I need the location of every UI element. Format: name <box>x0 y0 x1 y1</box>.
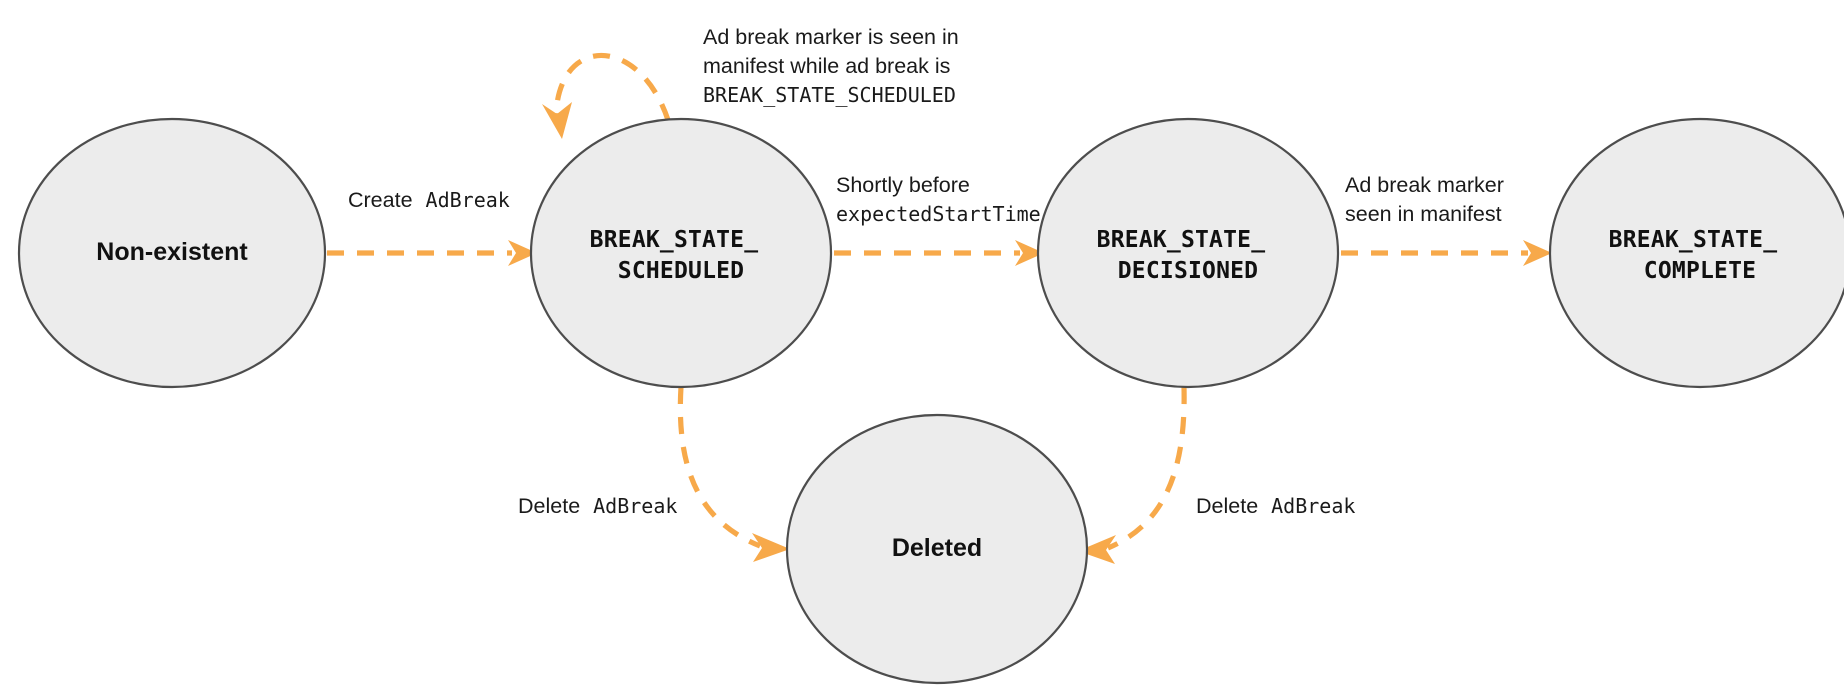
state-node-break-state-scheduled-label-line1: SCHEDULED <box>618 258 744 284</box>
state-node-deleted-label-line0: Deleted <box>892 534 982 562</box>
edge-create-adbreak[interactable]: Create AdBreak <box>327 188 537 266</box>
edge-decisioned-to-complete[interactable]: Ad break marker seen in manifest <box>1341 173 1552 266</box>
state-node-break-state-complete-label-line1: COMPLETE <box>1644 258 1756 284</box>
state-node-break-state-decisioned-shape <box>1036 117 1340 389</box>
edge-create-adbreak-arrowhead <box>508 240 537 266</box>
edge-scheduled-self-loop-label-line2: BREAK_STATE_SCHEDULED <box>703 83 956 107</box>
edge-scheduled-to-decisioned-label-line0: Shortly before <box>836 173 970 197</box>
state-node-break-state-decisioned-label: BREAK_STATE_ DECISIONED <box>1097 227 1280 284</box>
state-node-break-state-decisioned-label-line1: DECISIONED <box>1118 258 1258 284</box>
edge-scheduled-self-loop-arrowhead <box>542 102 572 139</box>
edge-scheduled-to-deleted-label-sans: Delete <box>518 494 580 518</box>
edge-scheduled-to-decisioned-arrowhead <box>1015 240 1044 266</box>
state-node-deleted-shape <box>785 413 1089 685</box>
state-node-non-existent[interactable]: Non-existent <box>17 117 327 389</box>
edge-scheduled-self-loop[interactable]: Ad break marker is seen in manifest whil… <box>542 25 965 139</box>
edge-create-adbreak-label: Create AdBreak <box>348 188 510 212</box>
state-node-break-state-scheduled-shape <box>529 117 833 389</box>
edge-create-adbreak-label-mono: AdBreak <box>426 188 510 212</box>
edge-decisioned-to-deleted-path <box>1106 386 1187 551</box>
state-node-break-state-complete-shape <box>1548 117 1844 389</box>
state-node-break-state-decisioned-label-line0: BREAK_STATE_ <box>1097 227 1266 253</box>
state-node-break-state-scheduled-label-line0: BREAK_STATE_ <box>590 227 759 253</box>
edge-decisioned-to-deleted-arrowhead <box>1078 535 1116 564</box>
edge-decisioned-to-deleted[interactable]: Delete AdBreak <box>1078 386 1355 564</box>
state-node-deleted-label: Deleted <box>892 534 982 562</box>
edge-decisioned-to-deleted-label-sans: Delete <box>1196 494 1258 518</box>
edge-decisioned-to-deleted-label: Delete AdBreak <box>1196 494 1355 518</box>
edge-scheduled-to-decisioned[interactable]: Shortly before expectedStartTime <box>834 173 1044 266</box>
state-node-break-state-decisioned[interactable]: BREAK_STATE_ DECISIONED <box>1036 117 1340 389</box>
edge-scheduled-self-loop-label: Ad break marker is seen in manifest whil… <box>703 25 965 107</box>
edge-decisioned-to-complete-label: Ad break marker seen in manifest <box>1345 173 1510 226</box>
edge-scheduled-self-loop-label-line1: manifest while ad break is <box>703 54 950 78</box>
state-node-break-state-complete[interactable]: BREAK_STATE_ COMPLETE <box>1548 117 1844 389</box>
state-node-deleted[interactable]: Deleted <box>785 413 1089 685</box>
edge-scheduled-self-loop-label-line0: Ad break marker is seen in <box>703 25 959 49</box>
edge-scheduled-to-deleted-arrowhead <box>752 533 790 562</box>
edge-scheduled-to-decisioned-label-line1: expectedStartTime <box>836 202 1041 226</box>
edge-decisioned-to-complete-label-line0: Ad break marker <box>1345 173 1504 197</box>
edge-scheduled-to-deleted-label: Delete AdBreak <box>518 494 677 518</box>
state-node-break-state-complete-label: BREAK_STATE_ COMPLETE <box>1609 227 1792 284</box>
edge-scheduled-self-loop-path <box>553 52 671 121</box>
edge-scheduled-to-decisioned-label: Shortly before expectedStartTime <box>836 173 1041 226</box>
edge-decisioned-to-complete-label-line1: seen in manifest <box>1345 202 1502 226</box>
state-node-break-state-scheduled-label: BREAK_STATE_ SCHEDULED <box>590 227 773 284</box>
edge-scheduled-to-deleted[interactable]: Delete AdBreak <box>518 386 790 562</box>
edge-scheduled-to-deleted-path <box>677 386 761 549</box>
state-node-non-existent-label: Non-existent <box>96 238 248 266</box>
state-node-break-state-complete-label-line0: BREAK_STATE_ <box>1609 227 1778 253</box>
state-node-non-existent-label-line0: Non-existent <box>96 238 248 266</box>
state-node-break-state-scheduled[interactable]: BREAK_STATE_ SCHEDULED <box>529 117 833 389</box>
state-node-non-existent-shape <box>17 117 327 389</box>
edge-decisioned-to-deleted-label-mono: AdBreak <box>1271 494 1355 518</box>
edge-decisioned-to-complete-arrowhead <box>1523 240 1552 266</box>
edge-create-adbreak-label-sans: Create <box>348 188 413 212</box>
edge-scheduled-to-deleted-label-mono: AdBreak <box>593 494 677 518</box>
